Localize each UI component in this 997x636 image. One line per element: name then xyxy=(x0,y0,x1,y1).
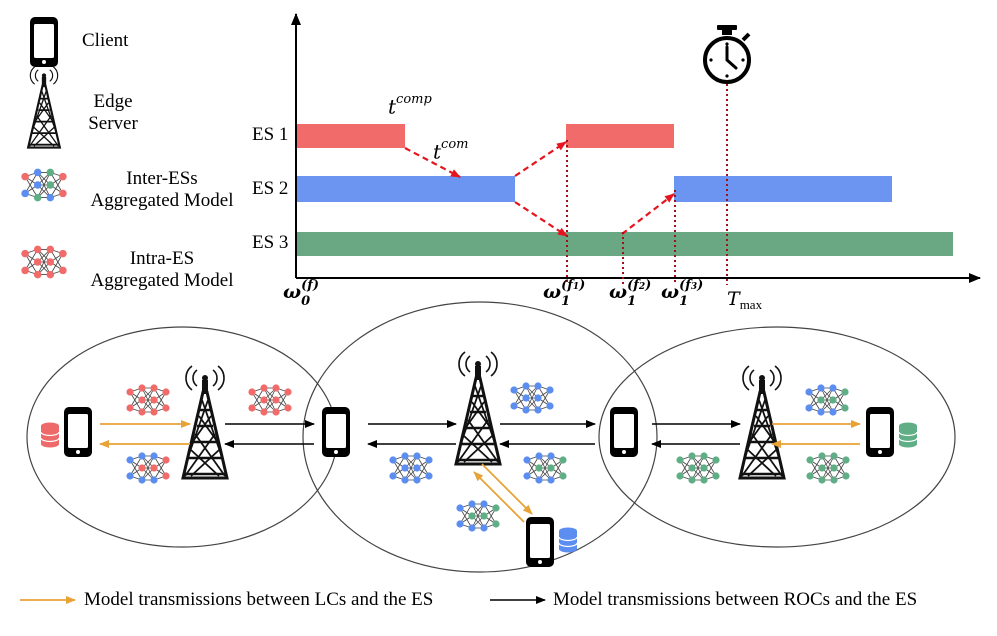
phone-icon xyxy=(866,407,894,457)
green-model-icon xyxy=(806,452,849,483)
es3-bar xyxy=(297,232,953,256)
omega0-label: ω(f)0 xyxy=(283,278,319,309)
tcom-arrow xyxy=(404,147,461,178)
es1-bar-a xyxy=(297,124,405,148)
tower-icon xyxy=(181,364,229,480)
tmax-label: Tmax xyxy=(727,288,763,312)
tower-icon xyxy=(738,364,786,480)
t-comp-label: tcomp xyxy=(388,92,432,119)
cluster-2-ellipse xyxy=(302,301,658,573)
database-icon xyxy=(558,526,578,554)
green-model-icon xyxy=(676,452,719,483)
client-label: Client xyxy=(82,30,129,51)
br-model-icon xyxy=(126,452,169,483)
es3-to-es2-arrow xyxy=(621,193,675,235)
legend-orange-label: Model transmissions between LCs and the … xyxy=(84,589,434,610)
red-model-icon xyxy=(126,384,169,415)
omega1-f2-label: ω(f2)1 xyxy=(609,278,652,309)
es2-bar-a xyxy=(297,176,515,202)
database-icon xyxy=(898,421,918,449)
legend-black-label: Model transmissions between ROCs and the… xyxy=(553,589,918,610)
stopwatch-icon xyxy=(703,23,751,84)
red-model-icon xyxy=(21,246,66,279)
cluster-3-ellipse xyxy=(598,326,956,548)
bg-model-icon xyxy=(523,452,566,483)
omega1-f1-label: ω(f1)1 xyxy=(543,278,586,309)
phone-icon xyxy=(526,517,554,567)
phone-icon xyxy=(30,17,58,67)
es2-to-es3-arrow xyxy=(514,201,568,237)
phone-icon xyxy=(64,407,92,457)
tower-icon xyxy=(454,350,502,466)
mixed-model-icon xyxy=(21,169,66,202)
red-model-icon xyxy=(248,384,291,415)
blue-model-icon xyxy=(510,382,553,413)
es1-bar-b xyxy=(566,124,674,148)
t-com-label: tcom xyxy=(433,137,469,164)
bg-model-icon xyxy=(805,384,848,415)
es3-label: ES 3 xyxy=(252,232,289,253)
phone-icon xyxy=(610,407,638,457)
es2-bar-b xyxy=(674,176,892,202)
es2-to-es1-arrow xyxy=(514,141,567,177)
es1-label: ES 1 xyxy=(252,124,289,145)
omega1-f3-label: ω(f3)1 xyxy=(661,278,704,309)
database-icon xyxy=(40,421,60,449)
phone-icon xyxy=(322,407,350,457)
orange-arrow xyxy=(473,471,525,523)
es2-label: ES 2 xyxy=(252,178,289,199)
bg-model-icon xyxy=(456,500,499,531)
blue-model-icon xyxy=(389,452,432,483)
tower-icon xyxy=(27,65,61,149)
orange-arrow xyxy=(481,463,533,515)
